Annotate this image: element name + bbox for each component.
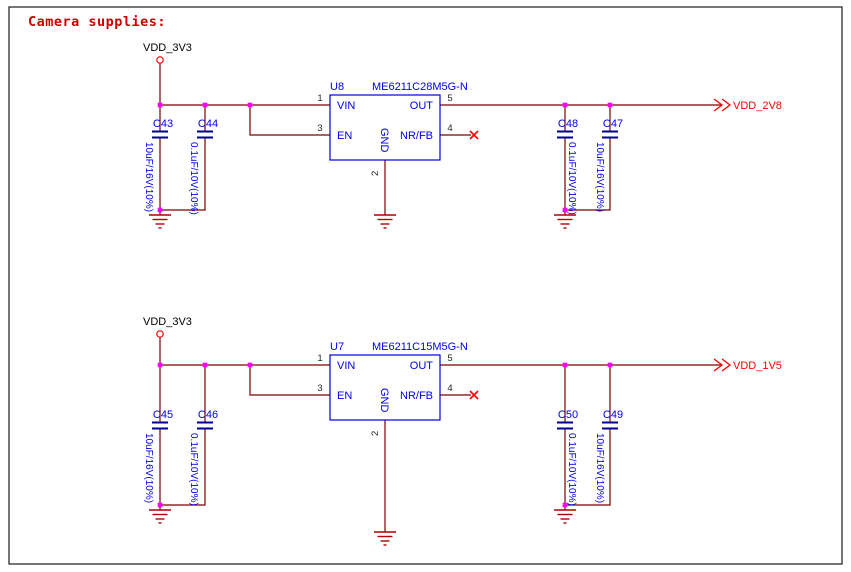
pin-number-3: 3	[317, 383, 322, 394]
regulator-part-number: ME6211C15M5G-N	[372, 341, 468, 353]
pin-number-2: 2	[370, 431, 381, 436]
ground-symbol	[553, 214, 577, 229]
regulator-body	[329, 94, 441, 161]
pin-name-nrfb: NR/FB	[400, 130, 433, 142]
pin-number-4: 4	[447, 123, 452, 134]
pin-name-vin: VIN	[337, 360, 355, 372]
junction-dot	[562, 362, 568, 368]
wires	[159, 337, 722, 532]
pin-name-en: EN	[337, 130, 352, 142]
regulator-designator: U7	[330, 341, 344, 353]
capacitor-plates	[152, 130, 618, 139]
net-label-output: VDD_2V8	[733, 100, 782, 112]
regulator-designator: U8	[330, 81, 344, 93]
net-label-input: VDD_3V3	[143, 316, 192, 328]
pin-number-3: 3	[317, 123, 322, 134]
ground-symbol	[373, 214, 397, 229]
pin-name-vin: VIN	[337, 100, 355, 112]
capacitor-designator: C44	[198, 118, 218, 130]
regulator-part-number: ME6211C28M5G-N	[372, 81, 468, 93]
regulator-body	[329, 354, 441, 421]
capacitor-value: 10uF/16V(10%)	[143, 142, 154, 212]
junction-dot	[247, 102, 253, 108]
power-port-icon	[156, 56, 164, 64]
capacitor-designator: C45	[153, 409, 173, 421]
capacitor-value: 0.1uF/10V(10%)	[188, 433, 199, 506]
capacitor-value: 10uF/16V(10%)	[594, 142, 605, 212]
capacitor-plates	[152, 421, 618, 430]
power-port-icon	[156, 330, 164, 338]
junction-dot	[607, 362, 613, 368]
pin-name-out: OUT	[410, 100, 434, 112]
junction-dot	[562, 102, 568, 108]
pin-name-en: EN	[337, 390, 352, 402]
pin-number-1: 1	[317, 353, 322, 364]
capacitor-designator: C43	[153, 118, 173, 130]
circuit-vdd2v8: VDD_3V3 U8 ME6211C28M5G-N VIN EN OUT NR/…	[143, 42, 782, 229]
capacitor-value: 0.1uF/10V(10%)	[188, 142, 199, 215]
ground-symbol	[553, 509, 577, 524]
capacitor-designator: C48	[558, 118, 578, 130]
pin-number-5: 5	[447, 93, 452, 104]
pin-name-out: OUT	[410, 360, 434, 372]
pin-number-2: 2	[370, 171, 381, 176]
circuit-vdd1v5: VDD_3V3 U7 ME6211C15M5G-N VIN EN OUT NR/…	[143, 316, 782, 546]
junction-dot	[202, 102, 208, 108]
capacitor-value: 10uF/16V(10%)	[594, 433, 605, 503]
junction-dot	[562, 502, 568, 508]
sheet-border	[8, 6, 843, 565]
capacitor-value: 0.1uF/10V(10%)	[566, 433, 577, 506]
junction-dot	[202, 362, 208, 368]
junction-dot	[562, 207, 568, 213]
capacitor-designator: C50	[558, 409, 578, 421]
pin-number-5: 5	[447, 353, 452, 364]
no-connect-icon	[469, 390, 479, 400]
ground-symbol	[148, 214, 172, 229]
pin-name-gnd: GND	[378, 128, 390, 153]
page-title: Camera supplies:	[28, 14, 166, 30]
capacitor-designator: C49	[603, 409, 623, 421]
junction-dot	[247, 362, 253, 368]
no-connect-icon	[469, 130, 479, 140]
junction-dot	[157, 207, 163, 213]
capacitor-value: 10uF/16V(10%)	[143, 433, 154, 503]
junction-dot	[157, 502, 163, 508]
pin-number-1: 1	[317, 93, 322, 104]
net-label-input: VDD_3V3	[143, 42, 192, 54]
pin-number-4: 4	[447, 383, 452, 394]
junction-dot	[607, 102, 613, 108]
junction-dot	[157, 362, 163, 368]
ground-symbol	[373, 531, 397, 546]
pin-name-gnd: GND	[378, 388, 390, 413]
capacitor-value: 0.1uF/10V(10%)	[566, 142, 577, 215]
ground-symbol	[148, 509, 172, 524]
net-label-output: VDD_1V5	[733, 360, 782, 372]
capacitor-designator: C46	[198, 409, 218, 421]
wires	[159, 63, 722, 215]
pin-name-nrfb: NR/FB	[400, 390, 433, 402]
junction-dot	[157, 102, 163, 108]
capacitor-designator: C47	[603, 118, 623, 130]
